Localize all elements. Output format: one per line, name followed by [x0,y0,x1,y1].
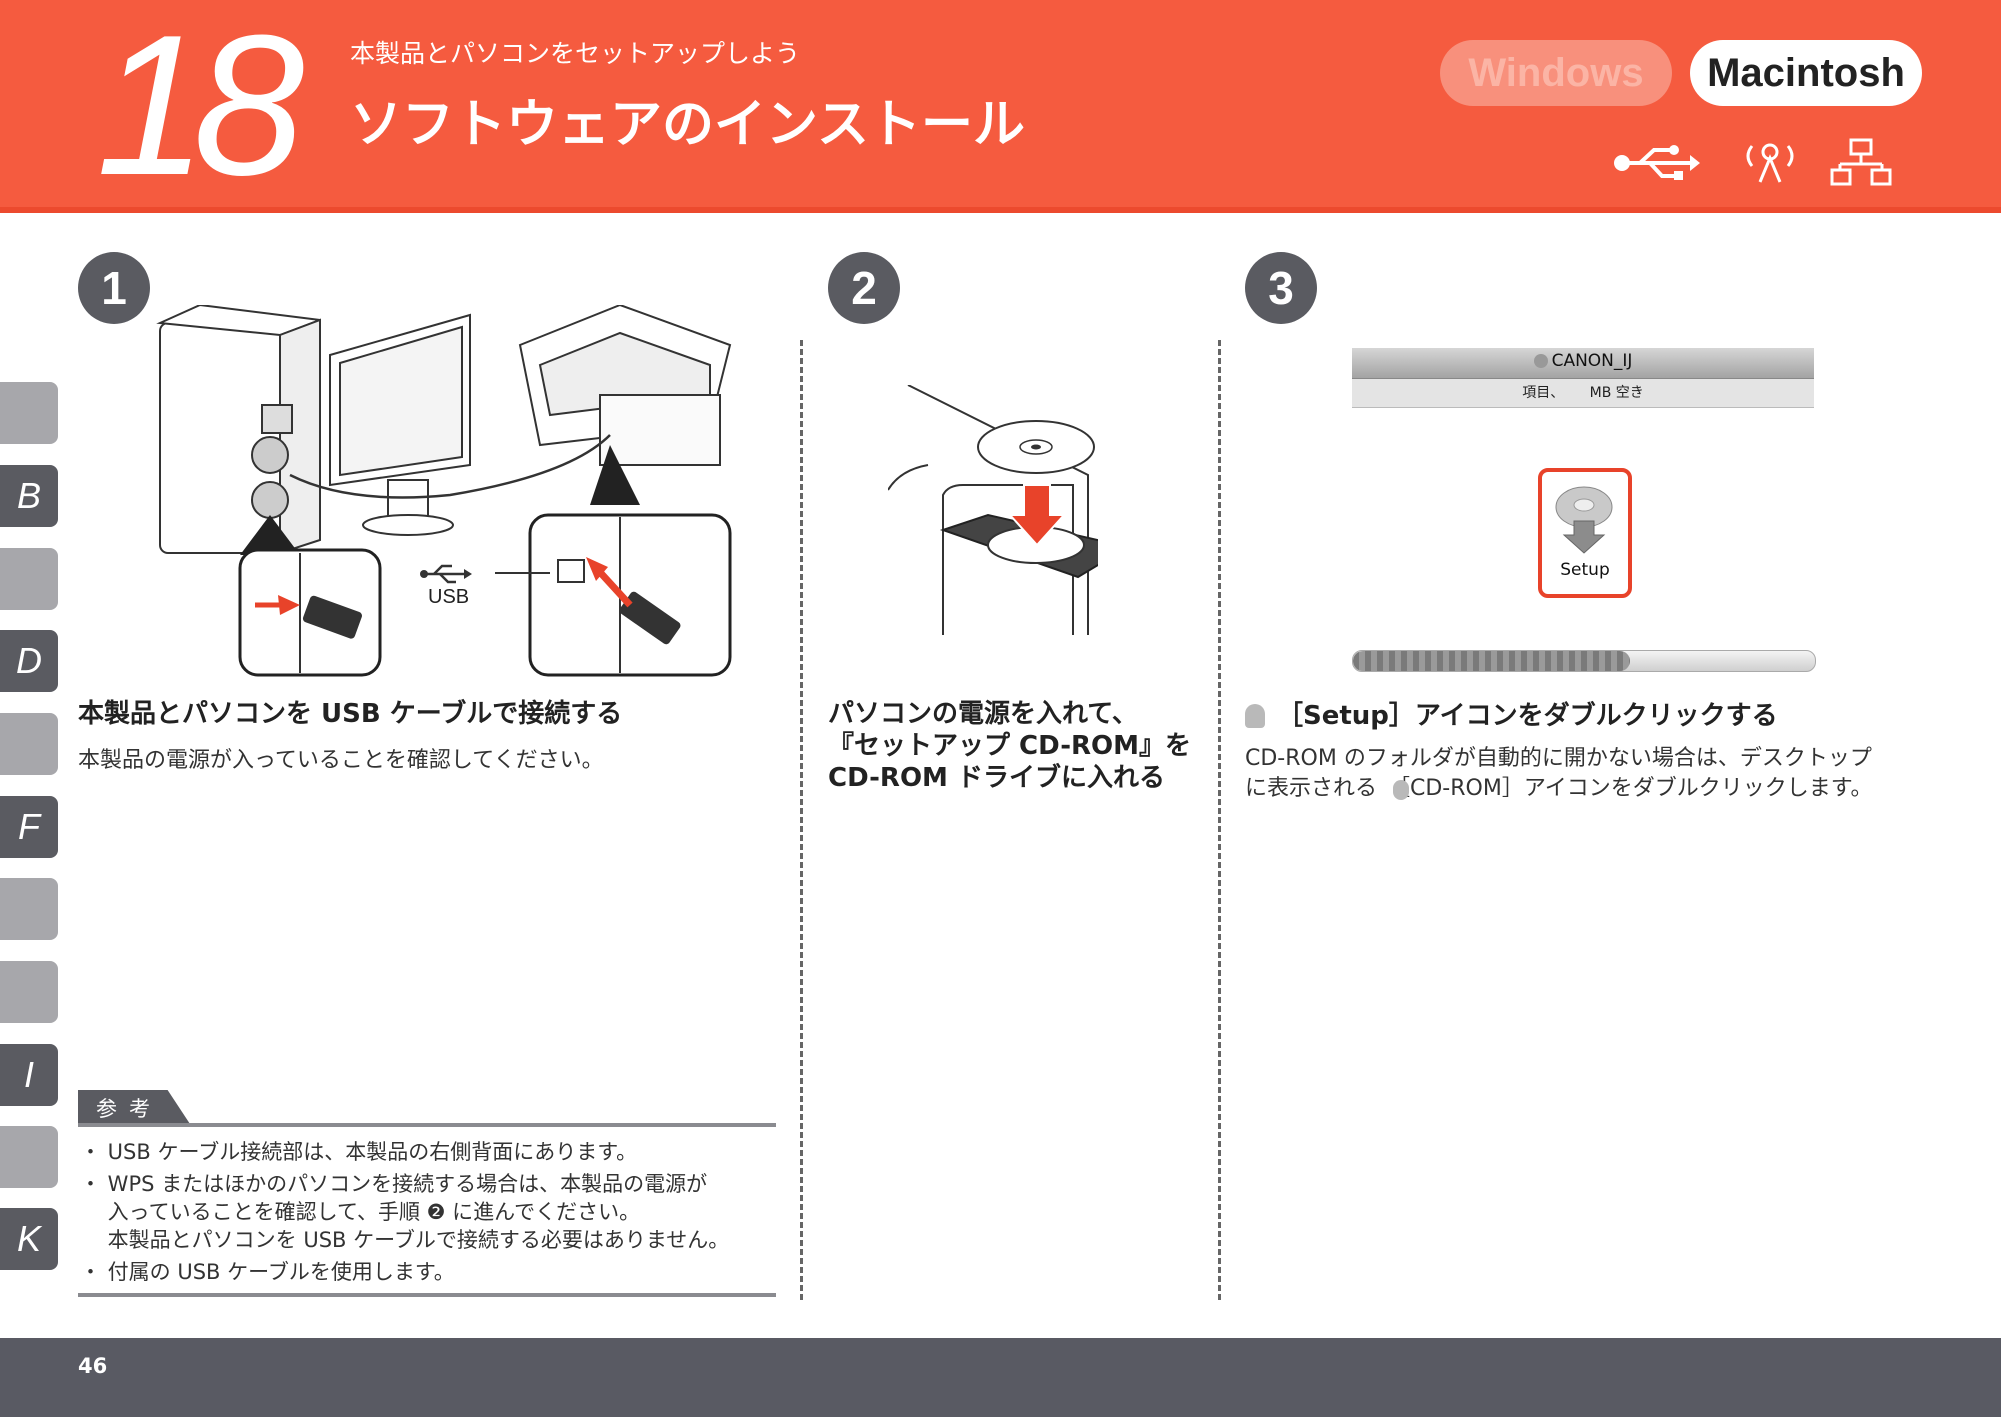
header-bar [0,0,2001,207]
footer-bar [0,1338,2001,1417]
side-tab-1[interactable] [0,382,58,444]
finder-window-info: 項目、 MB 空き [1352,379,1814,408]
page-number: 46 [78,1354,108,1378]
side-tab-k[interactable]: K [0,1208,58,1270]
reference-item-3: ・ 付属の USB ケーブルを使用します。 [80,1260,455,1284]
header-underline [0,207,2001,213]
reference-item-1: ・ USB ケーブル接続部は、本製品の右側背面にあります。 [80,1140,638,1164]
step-3-badge: 3 [1245,252,1317,324]
side-tab-10[interactable] [0,1126,58,1188]
reference-item-2: ・ WPS またはほかのパソコンを接続する場合は、本製品の電源が [80,1172,708,1196]
side-tab-7[interactable] [0,878,58,940]
column-divider-1 [800,340,803,1300]
os-windows-badge: Windows [1440,40,1672,106]
step-2-heading-line-3: CD-ROM ドライブに入れる [828,763,1165,793]
reference-item-2-cont: 入っていることを確認して、手順 ❷ に進んでください。 [80,1200,641,1224]
finder-window-title: CANON_IJ [1352,351,1814,371]
step-1-badge: 1 [78,252,150,324]
side-tab-8[interactable] [0,961,58,1023]
column-divider-2 [1218,340,1221,1300]
setup-icon-button[interactable] [1538,468,1632,598]
reference-tag: 参考 [78,1090,190,1124]
wireless-icon [1746,143,1794,183]
setup-icon-label: Setup [1560,560,1610,580]
step-1-heading: 本製品とパソコンを USB ケーブルで接続する [78,699,623,729]
progress-fill [1353,651,1631,671]
cd-rom-small-icon [1393,780,1409,800]
copy-progress-bar [1352,650,1816,672]
step-1-body: 本製品の電源が入っていることを確認してください。 [78,748,604,773]
reference-bottom-rule [78,1293,776,1297]
step-3-body-line-2: に表示される ［CD-ROM］アイコンをダブルクリックします。 [1245,776,1873,801]
setup-small-icon [1245,704,1265,728]
step-3-body-line-1: CD-ROM のフォルダが自動的に開かない場合は、デスクトップ [1245,746,1872,771]
usb-icon [1614,145,1700,180]
setup-installer-icon [1555,486,1613,554]
reference-top-rule [78,1123,776,1127]
step-3-heading: ［Setup］アイコンをダブルクリックする [1277,701,1778,731]
side-tab-5[interactable] [0,713,58,775]
side-tab-3[interactable] [0,548,58,610]
step-2-heading-line-1: パソコンの電源を入れて、 [828,699,1138,729]
side-tab-d[interactable]: D [0,630,58,692]
cd-insert-illustration [888,385,1098,635]
page-subtitle: 本製品とパソコンをセットアップしよう [350,39,801,68]
step-2-heading-line-2: 『セットアップ CD-ROM』を [828,731,1191,761]
step-2-badge: 2 [828,252,900,324]
network-icon [1830,138,1892,186]
step-3-heading-row: ［Setup］アイコンをダブルクリックする [1245,700,1778,732]
reference-item-2-cont-2: 本製品とパソコンを USB ケーブルで接続する必要はありません。 [80,1228,730,1252]
usb-connection-illustration [156,305,732,677]
side-tab-b[interactable]: B [0,465,58,527]
side-tab-f[interactable]: F [0,796,58,858]
usb-label: USB [428,586,470,608]
page-title: ソフトウェアのインストール [350,95,1025,155]
chapter-step-number: 18 [96,0,305,217]
os-mac-badge: Macintosh [1690,40,1922,106]
cd-disk-icon [1533,354,1548,368]
finder-window-titlebar [1352,348,1814,379]
side-tab-i[interactable]: I [0,1044,58,1106]
